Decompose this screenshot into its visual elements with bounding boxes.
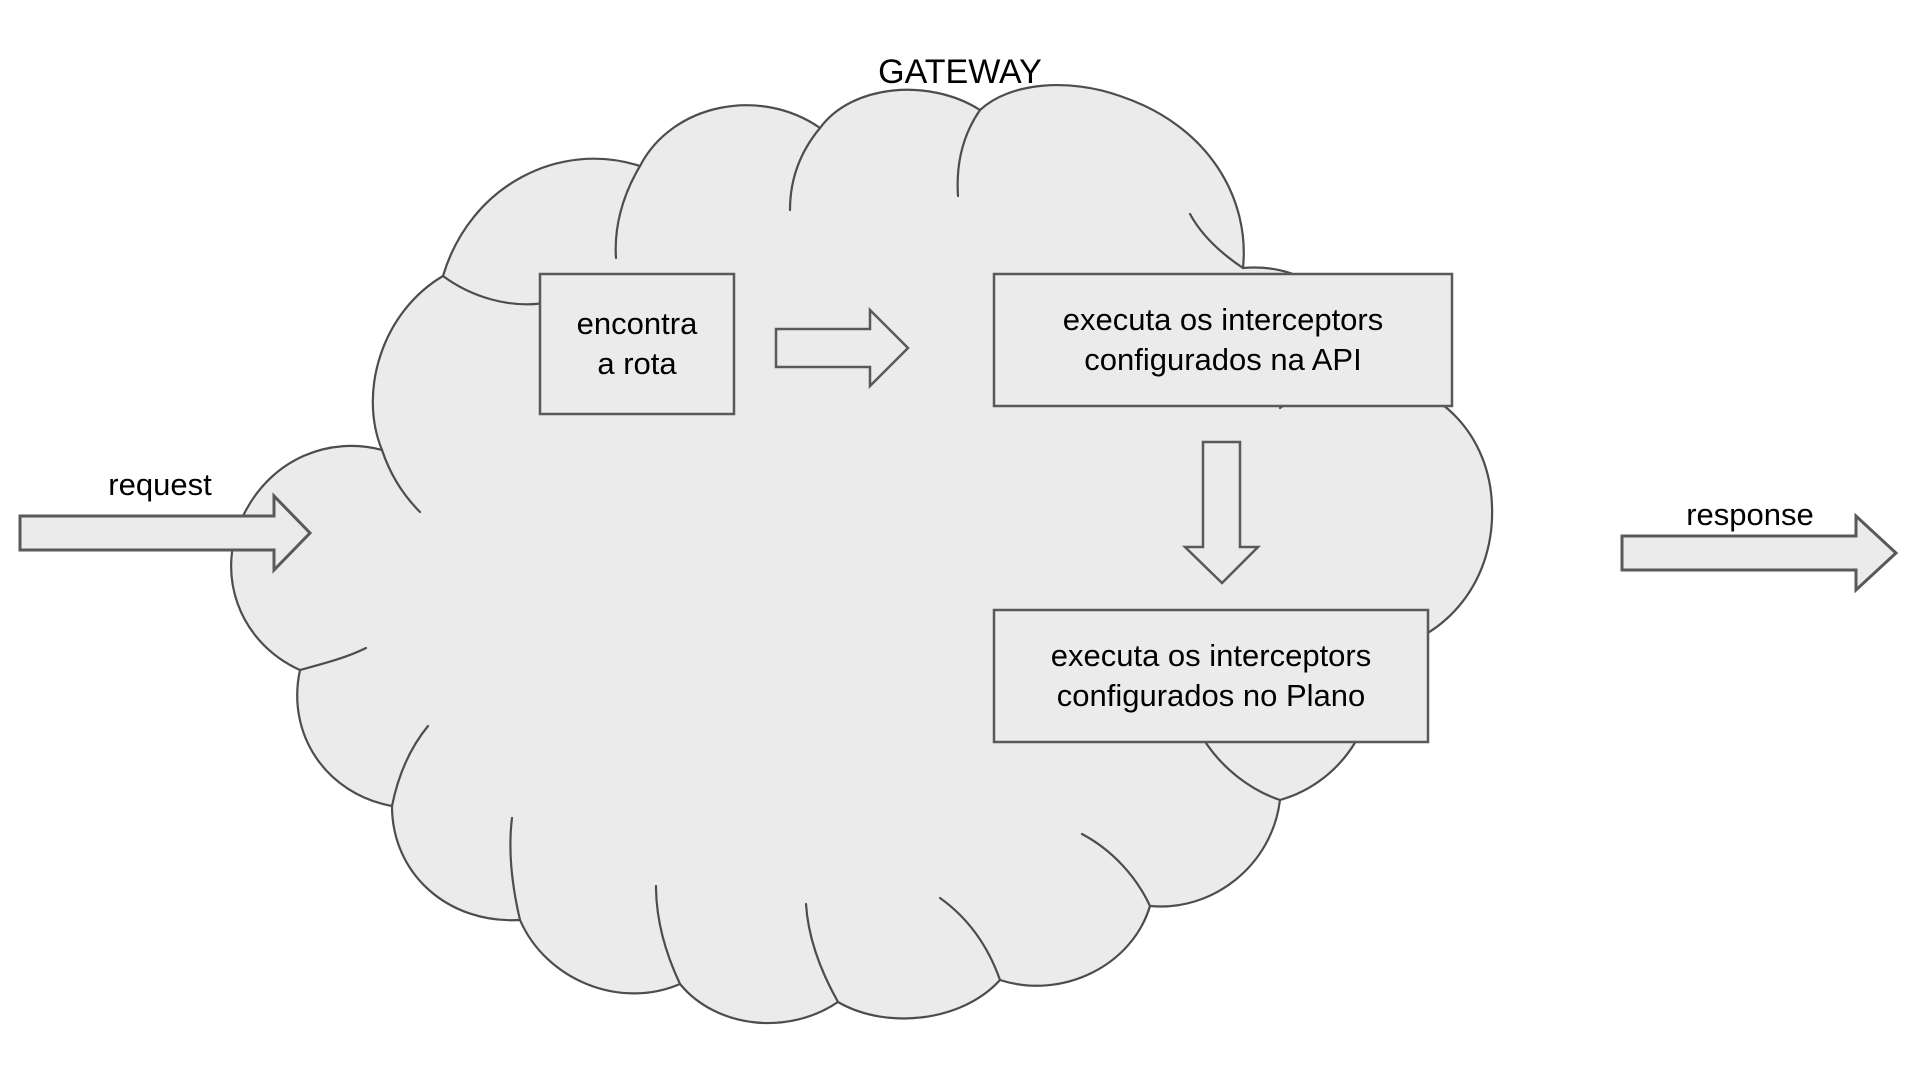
cloud-tail-9 [1080, 832, 1152, 908]
cloud-tail-12 [654, 884, 682, 986]
cloud-tail-16 [380, 448, 422, 514]
request-arrow-shape [18, 492, 313, 574]
gateway-cloud-shape [230, 84, 1494, 1025]
connector-route-to-api-shape [774, 306, 910, 390]
cloud-tail-1 [441, 274, 552, 306]
box-plan-interceptors [992, 608, 1430, 744]
gateway-cloud-group [230, 84, 1494, 1025]
cloud-tail-10 [938, 896, 1002, 982]
box-api-interceptors [992, 272, 1454, 408]
connector-route-to-api [774, 306, 910, 390]
box-find-route [538, 272, 736, 416]
response-arrow-shape [1620, 512, 1899, 594]
connector-api-to-plan [1181, 440, 1262, 585]
request-arrow [18, 492, 313, 574]
connector-api-to-plan-shape [1181, 440, 1262, 585]
cloud-tail-2 [614, 164, 642, 260]
response-arrow [1620, 512, 1899, 594]
cloud-tail-13 [509, 816, 522, 922]
cloud-tail-15 [298, 646, 368, 672]
cloud-tail-3 [788, 126, 822, 212]
cloud-tail-14 [390, 724, 430, 808]
cloud-tail-4 [956, 108, 982, 198]
cloud-tail-5 [1188, 212, 1245, 270]
cloud-tail-8 [1202, 738, 1282, 802]
cloud-tail-11 [804, 902, 840, 1004]
